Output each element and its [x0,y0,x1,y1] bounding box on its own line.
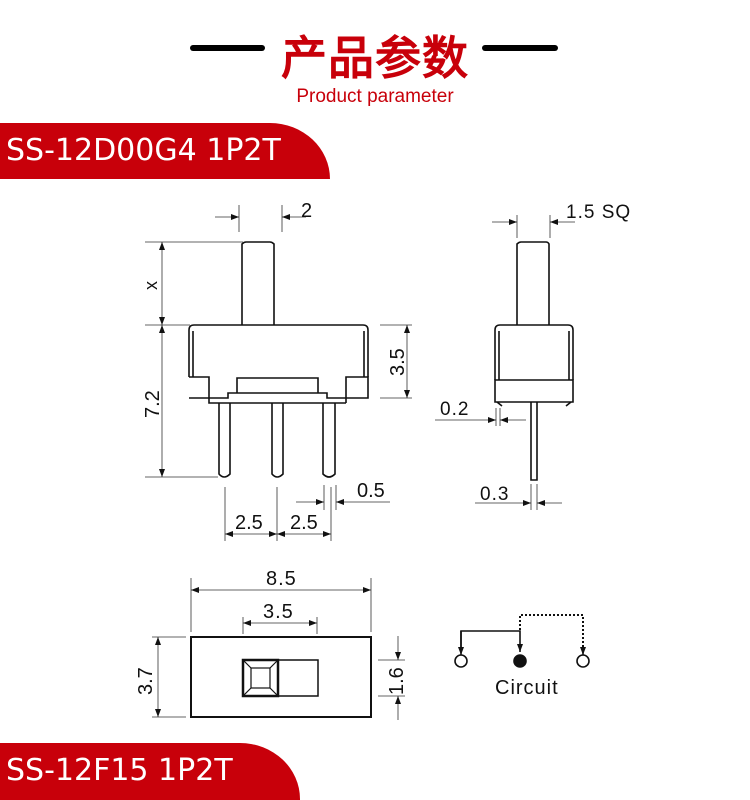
dim-body-depth: 3.7 [135,667,157,695]
side-dimensions [435,215,575,510]
dim-pin-thickness: 0.3 [480,484,509,505]
header-left-rule [190,45,265,51]
side-view [494,241,574,481]
circuit-label: Circuit [495,677,559,699]
dim-pin-offset: 0.2 [440,399,469,420]
front-body [188,324,369,377]
model-banner-1: SS-12D00G4 1P2T [0,123,330,179]
dim-stem-height: x [141,281,161,290]
front-dimensions [145,205,412,541]
dim-stem-width: 2 [301,200,312,222]
dim-slot-length: 3.5 [263,601,294,623]
side-pin [530,402,538,481]
header-right-rule [482,45,558,51]
top-dimensions [152,578,405,720]
side-body [494,324,574,380]
front-base [189,376,369,404]
dim-body-length: 8.5 [266,568,297,590]
dim-pin-width: 0.5 [357,480,385,502]
model-banner-2: SS-12F15 1P2T [0,743,300,800]
front-view [188,241,369,478]
dim-pitch-1: 2.5 [235,512,263,534]
page-title: 产品参数 [281,31,469,85]
page-subtitle: Product parameter [296,86,454,107]
side-base [494,379,574,403]
top-slot [242,659,319,697]
dim-stem-square: 1.5 SQ [566,202,631,223]
dim-pitch-2: 2.5 [290,512,318,534]
dim-slot-width: 1.6 [386,667,408,695]
circuit-diagram [454,614,590,668]
front-stem [241,241,275,325]
top-view [190,636,372,718]
dim-body-height: 3.5 [387,348,409,376]
front-pin-2 [271,403,284,478]
dim-total-height: 7.2 [142,390,164,418]
terminal-right [576,654,590,668]
terminal-common [513,654,527,668]
slider-knob [241,658,280,698]
side-stem [516,241,550,325]
top-body [190,636,372,718]
front-pin-3 [322,403,336,478]
terminal-left [454,654,468,668]
front-pin-1 [218,403,231,478]
